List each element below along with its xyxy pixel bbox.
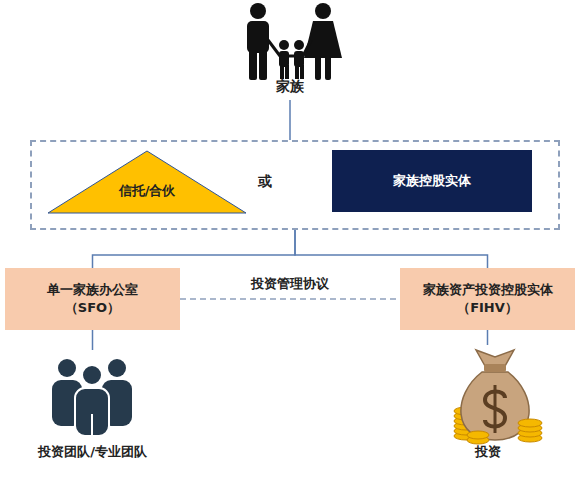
leg-gap <box>91 414 93 437</box>
holding-hands <box>268 40 280 56</box>
team-icon <box>52 359 132 437</box>
team-node: 投资团队/专业团队 <box>25 350 160 465</box>
investment-holding-box: 家族资产投资控股实体 （FIHV） <box>400 268 575 330</box>
child-body <box>294 51 304 67</box>
person-head <box>108 359 126 377</box>
node-label: 家族 <box>276 77 304 96</box>
connector-line <box>295 230 488 268</box>
family-icon <box>247 3 342 80</box>
node-label: 家族资产投资控股实体 （FIHV） <box>418 281 558 316</box>
connector-label: 投资管理协议 <box>251 275 329 293</box>
family-node: 家族 <box>235 0 345 100</box>
coin-stack <box>467 419 542 444</box>
bag-tie <box>484 364 506 372</box>
node-label: 单一家族办公室 （SFO） <box>40 281 145 316</box>
connector-line <box>92 330 94 350</box>
node-label: 投资团队/专业团队 <box>38 443 147 461</box>
father-leg <box>259 50 267 80</box>
child-body <box>279 51 289 67</box>
mother-leg <box>315 56 321 80</box>
investment-node: 投资 <box>435 345 540 465</box>
coin <box>467 431 489 439</box>
coin <box>518 419 542 427</box>
mother-head <box>315 3 331 19</box>
holding-hands <box>303 40 311 56</box>
holding-hands <box>288 55 295 58</box>
father-leg <box>249 50 257 80</box>
father-body <box>247 21 269 53</box>
mother-dress <box>304 21 342 58</box>
connector-line <box>289 100 291 140</box>
person-body <box>75 388 109 436</box>
node-label: 信托/合伙 <box>119 182 176 200</box>
agreement-connector <box>180 298 400 300</box>
person-head <box>58 359 76 377</box>
node-label: 投资 <box>475 443 501 461</box>
child-leg <box>280 65 284 79</box>
family-office-box: 单一家族办公室 （SFO） <box>5 268 180 330</box>
dollar-symbol <box>494 385 497 433</box>
connector-line <box>93 230 296 268</box>
money-icon <box>454 350 542 444</box>
bag-top <box>476 350 514 366</box>
connector-line <box>487 330 489 345</box>
person-head <box>82 365 102 385</box>
father-head <box>250 3 266 19</box>
child-leg <box>300 65 304 79</box>
child-head <box>294 40 304 50</box>
mother-leg <box>325 56 331 80</box>
child-leg <box>295 65 299 79</box>
child-leg <box>285 65 289 79</box>
node-label: 或 <box>258 172 272 191</box>
trust-triangle: 信托/合伙 <box>47 150 247 214</box>
option-group: 信托/合伙 家族控股实体 或 <box>30 140 560 230</box>
triangle-shape <box>48 151 246 213</box>
child-head <box>279 40 289 50</box>
triangle-outline <box>47 150 247 214</box>
node-label: 家族控股实体 <box>393 172 471 190</box>
holding-entity-box: 家族控股实体 <box>332 150 532 212</box>
